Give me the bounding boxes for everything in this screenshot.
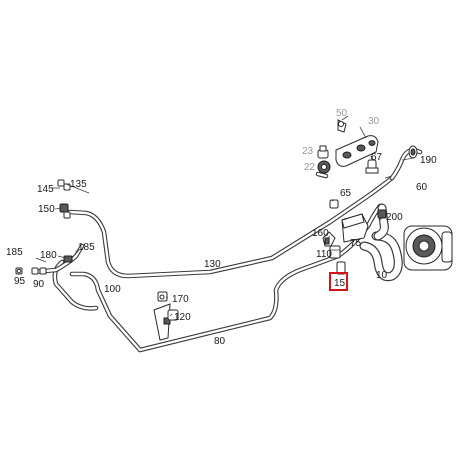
bracket-120 xyxy=(153,303,179,341)
callout-80: 80 xyxy=(214,336,226,347)
fitting-180 xyxy=(63,255,73,263)
callout-150: 150 xyxy=(38,204,55,215)
callout-50: 50 xyxy=(336,108,348,119)
bracket-30 xyxy=(335,135,379,167)
fitting-200 xyxy=(377,209,387,219)
callout-190: 190 xyxy=(420,155,437,166)
callout-67: 67 xyxy=(371,152,383,163)
callout-120: 120 xyxy=(174,312,191,323)
callout-labels: 10 15 22 23 30 50 60 65 67 75 80 90 95 1… xyxy=(6,108,437,347)
part-190 xyxy=(408,145,418,159)
hose-upper xyxy=(373,203,389,241)
fitting-90 xyxy=(31,267,47,275)
hose-10 xyxy=(359,231,403,282)
callout-60: 60 xyxy=(416,182,428,193)
part-170 xyxy=(157,291,168,302)
part-110 xyxy=(329,245,341,259)
callout-185-right: 185 xyxy=(78,242,95,253)
callout-145: 145 xyxy=(37,184,54,195)
callout-200: 200 xyxy=(386,212,403,223)
callout-180: 180 xyxy=(40,250,57,261)
fitting-65 xyxy=(329,199,339,209)
callout-95: 95 xyxy=(14,276,26,287)
part-50 xyxy=(337,119,347,133)
callout-100: 100 xyxy=(104,284,121,295)
callout-10: 10 xyxy=(376,270,388,281)
callout-110: 110 xyxy=(316,249,332,260)
highlight-box-15 xyxy=(329,272,348,291)
callout-170: 170 xyxy=(172,294,189,305)
line-from-valve xyxy=(315,171,329,179)
compressor xyxy=(403,225,453,271)
callout-30: 30 xyxy=(368,116,380,127)
line-130 xyxy=(67,175,395,279)
callout-22: 22 xyxy=(304,162,316,173)
part-23 xyxy=(317,145,329,159)
line-80 xyxy=(69,253,341,353)
callout-75: 75 xyxy=(350,238,362,249)
callout-65: 65 xyxy=(340,188,352,199)
callout-130: 130 xyxy=(204,259,221,270)
callout-135: 135 xyxy=(70,179,87,190)
callout-15: 15 xyxy=(334,278,346,289)
part-22 xyxy=(317,160,331,174)
callout-160: 160 xyxy=(312,228,329,239)
fitting-95 xyxy=(15,267,23,275)
part-160 xyxy=(322,231,336,247)
block-75 xyxy=(341,213,369,243)
callout-23: 23 xyxy=(302,146,314,157)
callout-185-left: 185 xyxy=(6,247,23,258)
leader-lines xyxy=(35,115,415,317)
callout-90: 90 xyxy=(33,279,45,290)
